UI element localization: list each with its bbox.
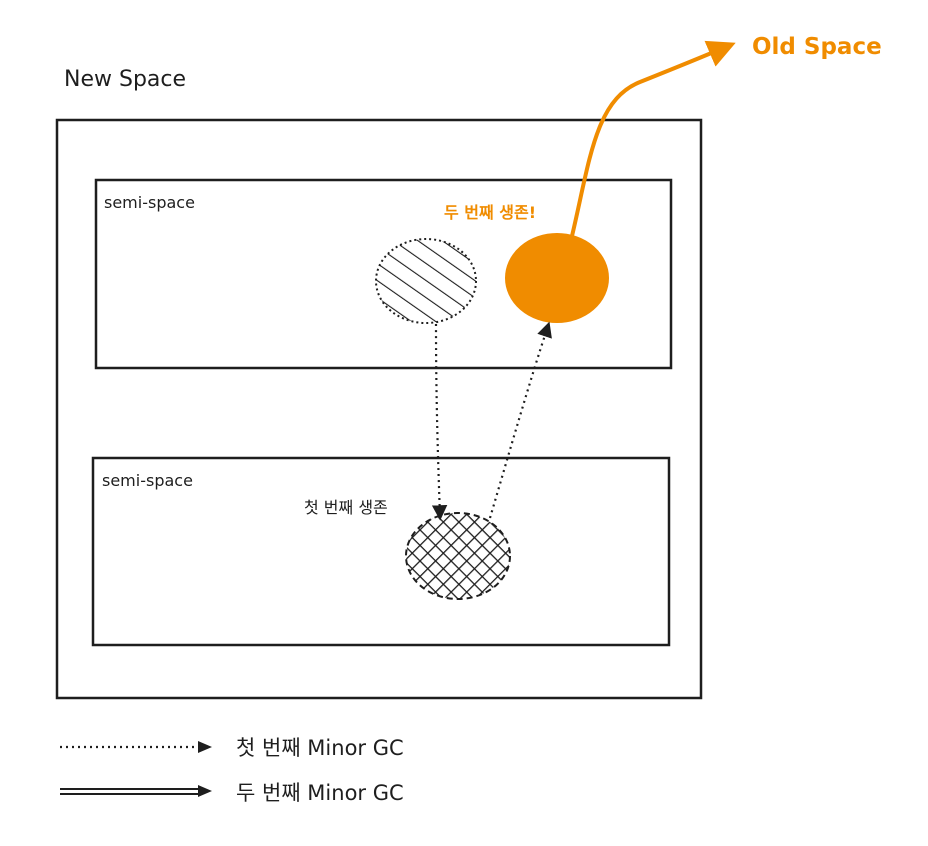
first-survival-label: 첫 번째 생존 <box>304 498 388 517</box>
legend-solid-arrowhead <box>198 785 212 797</box>
object-hatched <box>375 238 477 324</box>
first-gc-arrow-up <box>488 321 552 519</box>
legend-dotted-arrowhead <box>198 741 212 753</box>
legend-first-gc-label: 첫 번째 Minor GC <box>236 736 404 760</box>
new-space-box <box>55 118 703 700</box>
semi-space-top-box <box>94 178 673 370</box>
new-space-label: New Space <box>64 67 186 92</box>
semi-space-bottom-label: semi-space <box>102 471 193 490</box>
object-crosshatched <box>405 512 511 600</box>
object-promoted <box>505 233 609 323</box>
second-survival-label: 두 번째 생존! <box>444 203 536 222</box>
semi-space-bottom-box <box>91 456 671 647</box>
promotion-arrow <box>570 40 736 238</box>
old-space-label: Old Space <box>752 34 882 60</box>
semi-space-top-label: semi-space <box>104 193 195 212</box>
first-gc-arrow-down <box>431 323 448 521</box>
legend-second-gc-label: 두 번째 Minor GC <box>236 781 404 805</box>
